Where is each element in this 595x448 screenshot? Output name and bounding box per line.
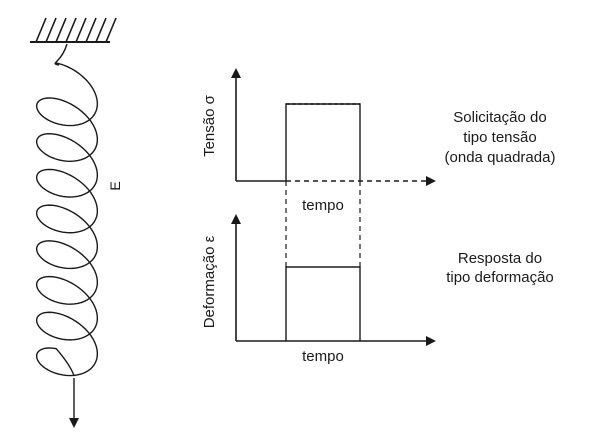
- spring-coil: [35, 43, 99, 377]
- stress-chart: Tensão σ tempo Solicitação do tipo tensã…: [201, 68, 556, 214]
- strain-square-wave: [285, 266, 361, 341]
- strain-description-line1: Resposta do: [458, 250, 542, 267]
- strain-y-axis-label: Deformação ε: [201, 235, 218, 328]
- strain-x-axis-label: tempo: [302, 348, 344, 365]
- stress-x-axis-label: tempo: [302, 197, 344, 214]
- connector-lines: [285, 181, 361, 268]
- stress-description-line2: tipo tensão: [463, 129, 536, 146]
- spring-label: E: [107, 181, 123, 190]
- stress-description-line3: (onda quadrada): [445, 149, 556, 166]
- spring-model: E: [30, 17, 123, 428]
- stress-description-line1: Solicitação do: [453, 109, 546, 126]
- stress-square-wave: [285, 103, 361, 181]
- strain-chart: Deformação ε tempo Resposta do tipo defo…: [201, 214, 554, 365]
- strain-description-line2: tipo deformação: [446, 269, 554, 286]
- stress-y-axis-label: Tensão σ: [201, 94, 218, 157]
- ceiling-support: [30, 17, 117, 43]
